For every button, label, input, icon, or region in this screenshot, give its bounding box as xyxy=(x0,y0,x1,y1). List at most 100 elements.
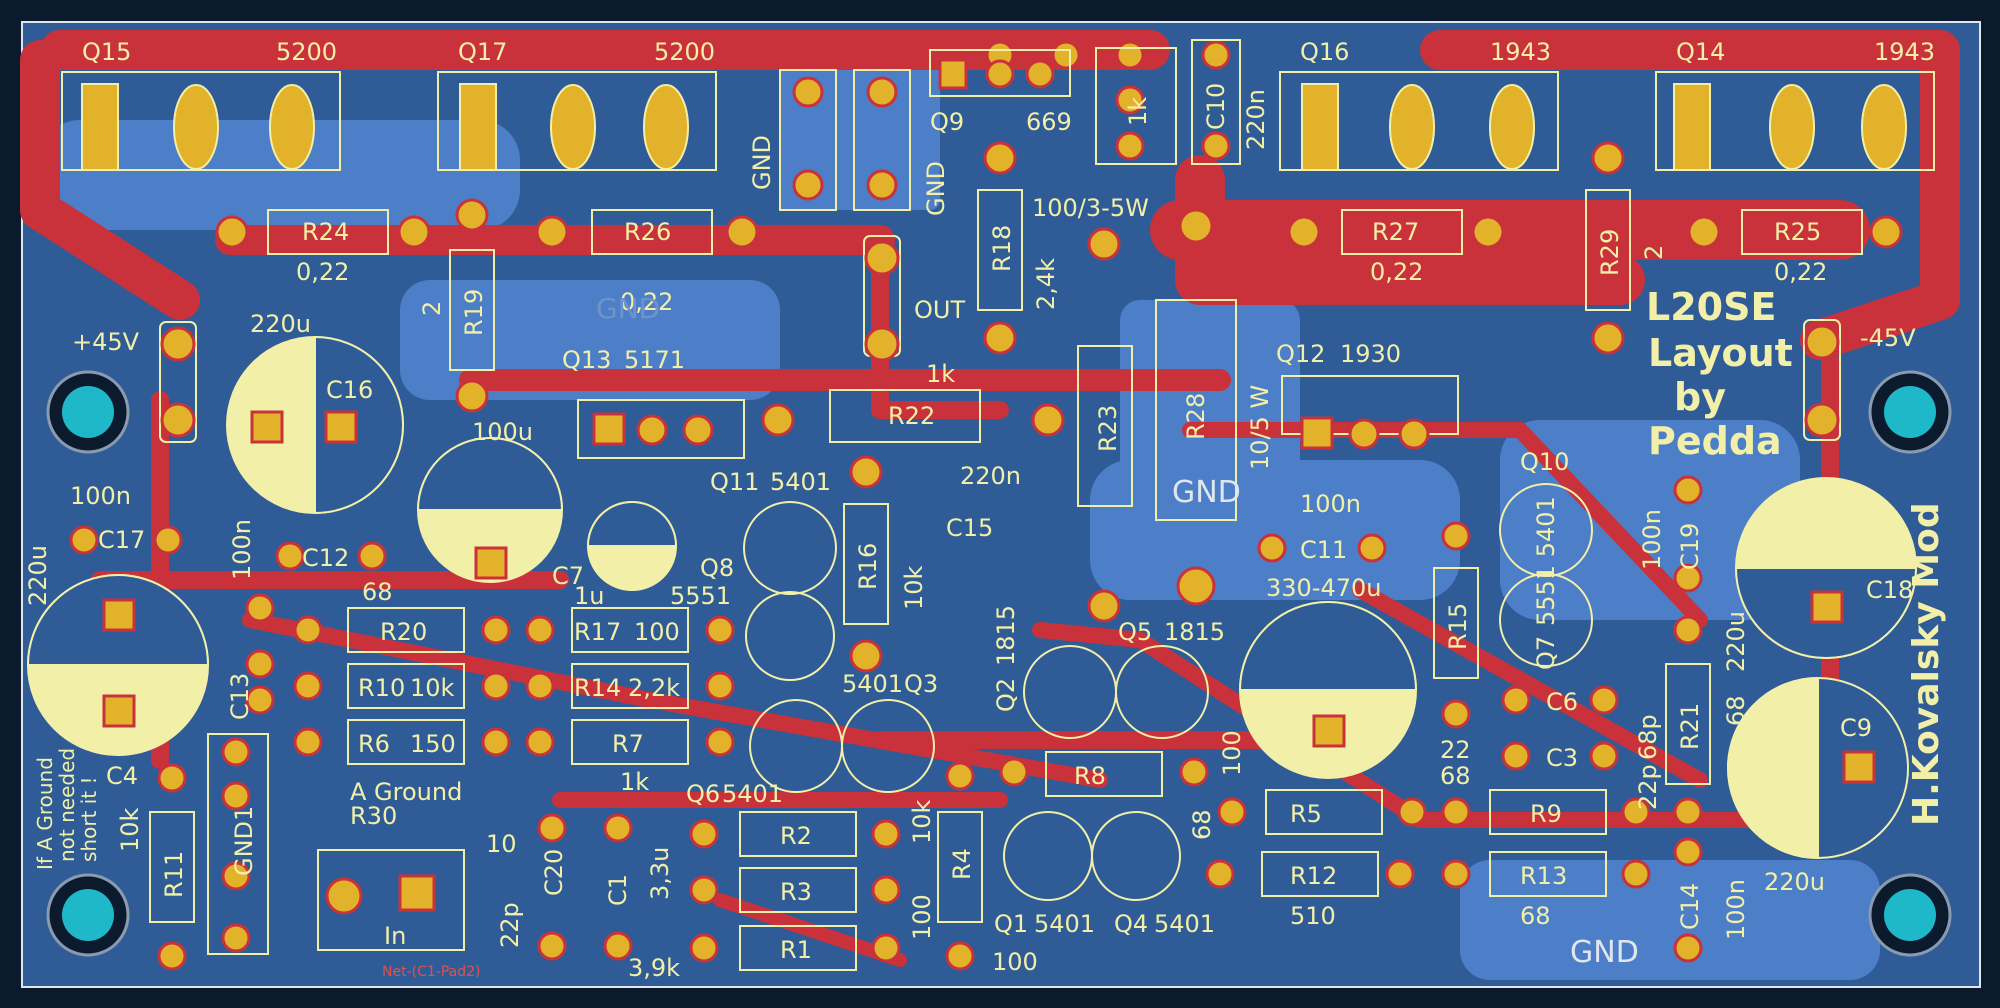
label-r16: R16 xyxy=(854,543,882,590)
label-q4-part: 5401 xyxy=(1154,910,1215,938)
label-r15: R15 xyxy=(1444,603,1472,650)
label-r14: R14 xyxy=(574,674,621,702)
label-c13: C13 xyxy=(226,673,254,720)
label-q8-part: 5551 xyxy=(670,582,731,610)
label-c5-value: 330-470u xyxy=(1266,574,1382,602)
label-r12-value: 510 xyxy=(1290,902,1336,930)
label-q12-part: 1930 xyxy=(1340,340,1401,368)
label-gnd-c16: GND xyxy=(596,292,660,325)
label-c10-value: 220n xyxy=(1242,89,1270,150)
label-r21-value: 68 xyxy=(1722,695,1750,726)
label-r7: R7 xyxy=(612,730,644,758)
label-c20-value: 3,3u xyxy=(646,847,674,900)
label-c9-value: 220u xyxy=(1764,868,1825,896)
label-q15-part: 5200 xyxy=(276,38,337,66)
power-transistors xyxy=(61,71,1935,171)
label-r25-value: 0,22 xyxy=(1774,258,1827,286)
label-r26: R26 xyxy=(624,218,671,246)
label-r20-value: 68 xyxy=(362,578,393,606)
label-q13: Q13 xyxy=(562,346,611,374)
label-c19: C19 xyxy=(1676,523,1704,570)
label-c15-value: 220n xyxy=(960,462,1021,490)
label-r20: R20 xyxy=(380,618,427,646)
label-plus-45v: +45V xyxy=(72,328,140,356)
label-q17: Q17 xyxy=(458,38,507,66)
label-c7-value: 1u xyxy=(574,582,604,610)
label-r13-value: 68 xyxy=(1520,902,1551,930)
label-q15: Q15 xyxy=(82,38,131,66)
label-r22: R22 xyxy=(888,402,935,430)
label-r13: R13 xyxy=(1520,862,1567,890)
a-ground-note-line-2: not needed xyxy=(55,748,79,862)
label-gnd1: GND1 xyxy=(230,806,258,876)
label-r17: R17 xyxy=(574,618,621,646)
label-r1: R1 xyxy=(780,936,812,964)
label-r2: R2 xyxy=(780,822,812,850)
mounting-holes xyxy=(46,370,1952,957)
label-c10: C10 xyxy=(1202,83,1230,130)
label-c8: C8 xyxy=(432,524,464,552)
label-c16-value: 220u xyxy=(250,310,311,338)
label-q9-part: 669 xyxy=(1026,108,1072,136)
label-r1-value: 3,9k xyxy=(628,954,680,982)
label-r30: R30 xyxy=(350,802,397,830)
label-c11-value: 100n xyxy=(1300,490,1361,518)
label-c5: C5 xyxy=(1364,720,1396,748)
label-r18: R18 xyxy=(988,225,1016,272)
label-r23-value: 100/3-5W xyxy=(1032,194,1149,222)
label-c6-value: 68p xyxy=(1634,714,1662,760)
label-q11: Q11 xyxy=(710,468,759,496)
label-r6-value: 150 xyxy=(410,730,456,758)
label-r23: R23 xyxy=(1094,405,1122,452)
label-c4: C4 xyxy=(106,762,138,790)
label-c4-value: 220u xyxy=(24,545,52,606)
label-q1-part: 5401 xyxy=(1034,910,1095,938)
label-c17-value: 100n xyxy=(70,482,131,510)
label-out: OUT xyxy=(914,296,965,324)
pads xyxy=(69,40,1903,971)
label-r29-value: 2 xyxy=(1640,245,1668,260)
label-r16-value: 10k xyxy=(900,565,928,610)
label-r11: R11 xyxy=(160,851,188,898)
label-in: In xyxy=(384,922,406,950)
label-r24: R24 xyxy=(302,218,349,246)
label-c13-value: 100n xyxy=(228,519,256,580)
label-q14: Q14 xyxy=(1676,38,1725,66)
label-r5: R5 xyxy=(1290,800,1322,828)
label-c7: C7 xyxy=(552,562,584,590)
resistor-bodies xyxy=(149,189,1863,971)
label-r14-value: 2,2k xyxy=(628,674,680,702)
label-r3: R3 xyxy=(780,878,812,906)
label-r21: R21 xyxy=(1676,703,1704,750)
label-q16: Q16 xyxy=(1300,38,1349,66)
label-r7-value: 1k xyxy=(620,768,649,796)
a-ground-note-line-1: If A Ground xyxy=(33,757,57,870)
label-q16-part: 1943 xyxy=(1490,38,1551,66)
label-r3-value: 100 xyxy=(908,894,936,940)
label-r10-value: 10k xyxy=(410,674,455,702)
label-gnd-rail-a: GND xyxy=(748,135,776,190)
label-c6: C6 xyxy=(1546,688,1578,716)
label-q5-part: 1815 xyxy=(1164,618,1225,646)
label-c2-value: 22p xyxy=(496,902,524,948)
label-c3-value: 22p xyxy=(1634,764,1662,810)
label-r24-value: 0,22 xyxy=(296,258,349,286)
label-c15: C15 xyxy=(946,514,993,542)
title-line-2: Layout xyxy=(1648,331,1793,375)
label-q3-part: 5401 xyxy=(842,670,903,698)
label-r12: R12 xyxy=(1290,862,1337,890)
silkscreen-layer: Q15 5200 Q17 5200 Q16 1943 Q14 1943 Q9 6… xyxy=(24,38,1947,982)
label-c18-value: 220u xyxy=(1722,611,1750,672)
label-c14-value: 100n xyxy=(1722,879,1750,940)
label-r5-value: 68 xyxy=(1188,809,1216,840)
label-r29: R29 xyxy=(1596,229,1624,276)
mounting-hole xyxy=(62,889,114,941)
label-c12: C12 xyxy=(302,544,349,572)
label-r10: R10 xyxy=(358,674,405,702)
label-r19: R19 xyxy=(460,289,488,336)
label-r9: R9 xyxy=(1530,800,1562,828)
label-q17-part: 5200 xyxy=(654,38,715,66)
label-q2: Q2 xyxy=(992,678,1020,712)
mounting-hole xyxy=(62,386,114,438)
label-c3: C3 xyxy=(1546,744,1578,772)
